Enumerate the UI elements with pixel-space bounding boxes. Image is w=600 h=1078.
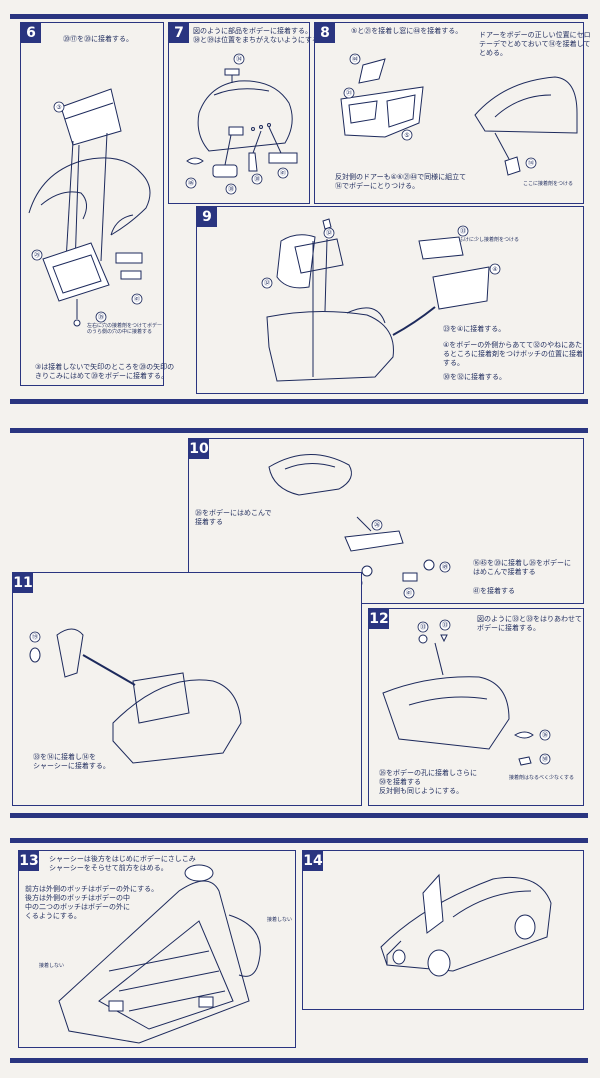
top-rule [10,14,588,19]
step-14-illustration [380,873,552,977]
callout-46: ㊻ [188,179,194,187]
step-11-panel: 11 ⑲ ㉝を⑭に接着し⑭を シャーシーに接着する。 [12,572,362,806]
step-9-illustration: ㉜ ㉜ ㉝ ④ [261,218,501,382]
callout-14: ⑭ [528,159,534,167]
step-8-illustration: ㊹ ㉑ ⑤ ⑭ [340,53,578,176]
step-10-instruction-3: ㊶を接着する [473,587,515,595]
step-number: 7 [169,23,189,43]
band-2 [10,428,588,433]
step-12-illustration: ㉝ ㉝ ㊱ ㊿ [382,619,551,766]
step-11-illustration: ⑲ [29,628,242,764]
band-3 [10,813,588,818]
step-8-panel: 8 ⑤と㉑を接着し窓に㊹を接着する。 ドアーをボデーの正しい位置にセロ テーデで… [314,22,591,204]
callout-26: ㉖ [374,521,380,529]
callout-30: ㉚ [254,175,260,183]
step-9-instruction: ㉓を④に接着する。 [443,325,506,333]
callout-52: ㉜ [264,279,270,287]
step-8-note: ここに接着剤をつける [523,181,574,187]
step-number: 6 [21,23,41,43]
step-6-instruction: ⑳⑰を⑳に接着する。 [63,35,133,43]
step-9-instruction-3: ㉚を㉜に接着する。 [443,373,506,381]
step-8-instruction: ⑤と㉑を接着し窓に㊹を接着する。 [351,27,463,35]
step-6-note: 左右に穴の接着剤をつけてボデー のうら側の穴の中に接着する [87,323,163,335]
step-13-illustration [58,864,261,1044]
callout-41: ㊶ [280,169,286,177]
callout-21: ㉑ [346,89,352,97]
callout-3: ③ [56,104,61,111]
step-number: 14 [303,851,323,871]
callout-19: ⑲ [32,633,38,641]
step-6-illustration: ③ ㉕ ㊶ ㉟ [28,88,151,327]
callout-33: ㉝ [460,227,466,235]
step-13-instruction-2: 前方は外側のボッチはボデーの外にする。 後方は外側のボッチはボデーの中 中の二つ… [25,885,159,920]
step-number: 10 [189,439,209,459]
step-12-instruction-2: ㉖をボデーの孔に接着しさらに ㊿を接着する 反対側も同じようにする。 [379,769,477,795]
step-number: 12 [369,609,389,629]
callout-34: ㉞ [236,55,242,63]
step-13-note-left: 接着しない [39,963,65,969]
callout-4: ④ [492,266,497,273]
callout-5: ⑤ [404,132,409,139]
step-7-illustration: ㉞ ㊻ ㊳ ㉚ ㊶ [185,53,298,195]
callout-41: ㊶ [134,295,140,303]
callout-38: ㊳ [228,185,234,193]
step-10-instruction-2: ⑯㊺を⑳に接着し㉖をボデーに はめこんで接着する [473,559,571,576]
callout-33-a: ㉝ [420,623,426,631]
callout-33-b: ㉝ [442,621,448,629]
step-13-instruction: シャーシーは後方をはじめにボデーにさしこみ シャーシーをそらせて前方をはめる。 [49,855,196,872]
step-6-panel: 6 ⑳⑰を⑳に接着する。 ③ ㉕ ㊶ ㉟ 左右に穴の接着剤をつけてボデー のうら… [20,22,174,386]
step-8-instruction-3: 反対側のドアーも④⑥㉑㊹で同様に組立て ⑭でボデーにとりつける。 [335,173,467,190]
step-13-panel: 13 シャーシーは後方をはじめにボデーにさしこみ シャーシーをそらせて前方をはめ… [18,850,296,1048]
bottom-rule [10,1058,588,1063]
step-9-note: ふけに少し接着剤をつける [459,237,520,243]
step-number: 9 [197,207,217,227]
step-7-panel: 7 図のように部品をボデーに接着する。 ㊳と㊴は位置をまちがえないようにする。 … [168,22,326,204]
step-11-instruction: ㉝を⑭に接着し⑭を シャーシーに接着する。 [33,753,110,770]
step-7-instruction: 図のように部品をボデーに接着する。 ㊳と㊴は位置をまちがえないようにする。 [193,27,326,44]
step-9-instruction-2: ④をボデーの外側からあてて㉜のやねにあた るところに接着剤をつけボッチの位置に接… [443,341,583,367]
step-number: 8 [315,23,335,43]
step-12-note: 接着剤はなるべく少なくする [509,775,575,781]
step-12-panel: 12 図のように㉝と㉝をはりあわせて ボデーに接着する。 ㉝ ㉝ ㊱ ㊿ ㉖をボ… [368,608,584,806]
callout-49: ㊾ [442,563,448,571]
step-12-instruction: 図のように㉝と㉝をはりあわせて ボデーに接着する。 [477,615,582,632]
step-number: 13 [19,851,39,871]
callout-50: ㊿ [542,755,548,763]
band-1 [10,399,588,404]
callout-32: ㉜ [326,229,332,237]
band-4 [10,838,588,843]
callout-36: ㊱ [542,731,548,739]
callout-44: ㊹ [352,55,358,63]
step-13-note-right: 接着しない [267,917,293,923]
step-14-panel: 14 [302,850,584,1010]
step-6-instruction-2: ③は接着しないで矢印のところを⑳の矢印の きりこみにはめて⑳をボデーに接着する。 [35,363,175,380]
callout-35: ㉟ [98,313,104,321]
step-10-instruction: ㉖をボデーにはめこんで 接着する [195,509,272,526]
callout-41: ㊶ [406,589,412,597]
step-9-panel: 9 ㉜ ㉜ ㉝ ④ ふけに少し接着剤をつける ㉓を④に接着する。 ④をボデーの外… [196,206,584,394]
step-number: 11 [13,573,33,593]
callout-25: ㉕ [34,251,40,259]
step-8-instruction-2: ドアーをボデーの正しい位置にセロ テーデでとめておいて⑭を接着して とめる。 [479,31,591,57]
